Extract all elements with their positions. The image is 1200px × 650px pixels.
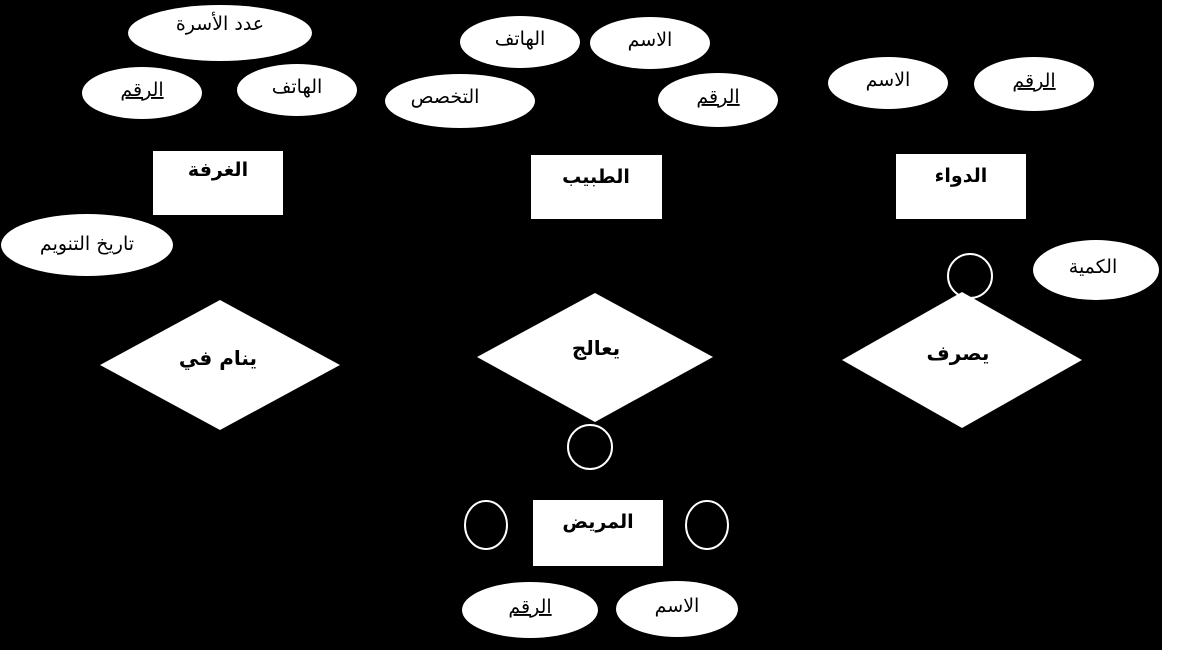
participation-circle-prescribes — [947, 253, 993, 299]
relationship-sleeps-in: ينام في — [100, 300, 340, 430]
svg-text:الاسم: الاسم — [866, 69, 911, 91]
svg-text:يصرف: يصرف — [927, 341, 990, 365]
entity-room: الغرفة — [153, 151, 283, 215]
participation-circle-treats — [567, 424, 613, 470]
svg-text:الكمية: الكمية — [1069, 256, 1117, 278]
relationship-treats: يعالج — [477, 293, 713, 422]
svg-text:الرقم: الرقم — [120, 79, 163, 101]
attribute-doctor-name: الاسم — [590, 17, 710, 69]
attribute-patient-id: الرقم — [462, 582, 598, 638]
attribute-doctor-specialty: التخصص — [385, 74, 535, 128]
attribute-room-phone: الهاتف — [237, 64, 357, 116]
attribute-admission-date: تاريخ التنويم — [1, 214, 173, 276]
svg-text:تاريخ التنويم: تاريخ التنويم — [40, 233, 134, 255]
attribute-room-id: الرقم — [82, 67, 202, 119]
right-edge-strip — [1162, 0, 1200, 650]
svg-text:التخصص: التخصص — [411, 86, 480, 108]
svg-text:الاسم: الاسم — [628, 29, 673, 51]
attribute-room-bed-count: عدد الأسرة — [128, 5, 312, 61]
svg-text:يعالج: يعالج — [572, 336, 620, 360]
svg-text:الهاتف: الهاتف — [495, 28, 546, 50]
svg-text:الرقم: الرقم — [696, 86, 739, 108]
svg-text:الغرفة: الغرفة — [188, 159, 248, 181]
svg-text:الهاتف: الهاتف — [272, 76, 323, 98]
svg-text:الطبيب: الطبيب — [562, 166, 630, 188]
attribute-quantity: الكمية — [1033, 240, 1159, 300]
svg-text:المريض: المريض — [562, 511, 633, 533]
attribute-medicine-id: الرقم — [974, 57, 1094, 111]
entity-patient: المريض — [533, 500, 663, 566]
entity-doctor: الطبيب — [531, 155, 662, 219]
svg-text:الرقم: الرقم — [508, 596, 551, 618]
attribute-doctor-phone: الهاتف — [460, 16, 580, 68]
participation-circle-patient-right — [685, 500, 729, 550]
svg-text:عدد الأسرة: عدد الأسرة — [176, 12, 264, 35]
attribute-medicine-name: الاسم — [828, 57, 948, 109]
svg-text:الدواء: الدواء — [935, 165, 988, 187]
attribute-patient-name: الاسم — [616, 581, 738, 637]
svg-text:الاسم: الاسم — [655, 595, 700, 617]
svg-text:الرقم: الرقم — [1012, 70, 1055, 92]
entity-medicine: الدواء — [896, 154, 1026, 219]
participation-circle-patient-left — [464, 500, 508, 550]
svg-text:ينام في: ينام في — [179, 346, 257, 371]
attribute-doctor-id: الرقم — [658, 73, 778, 127]
relationship-prescribes: يصرف — [842, 292, 1082, 428]
